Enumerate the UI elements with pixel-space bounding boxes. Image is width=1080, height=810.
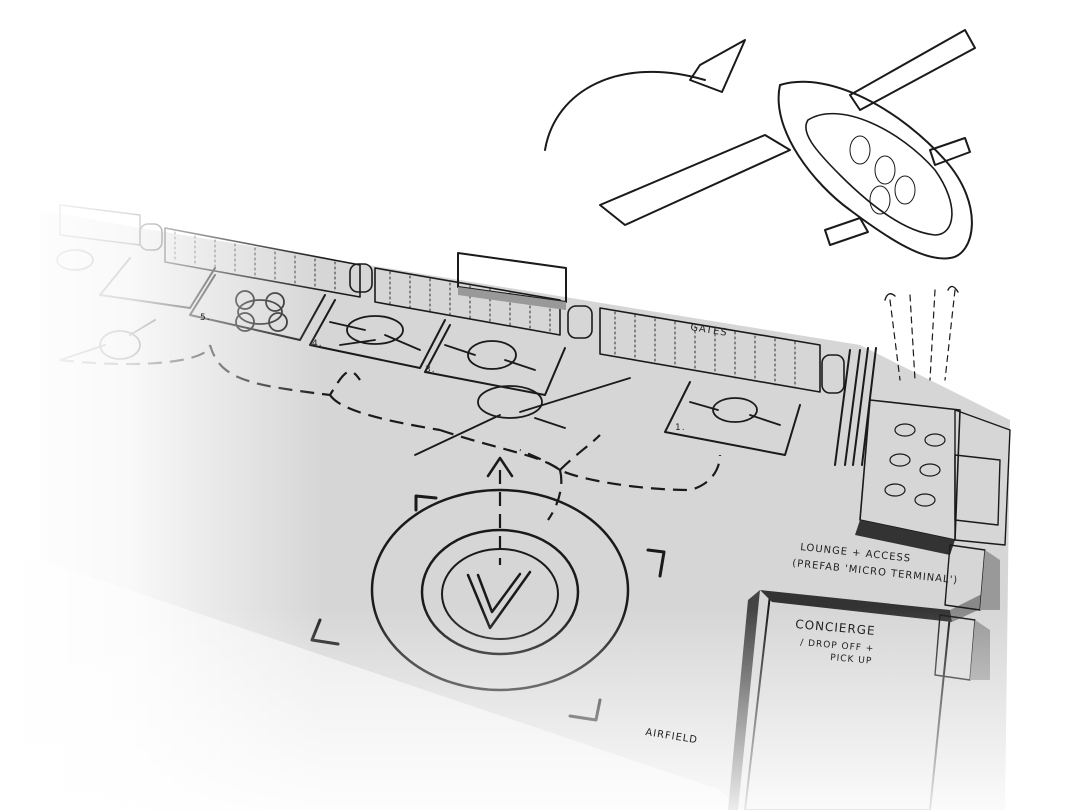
gate-number-5: 5. [200, 313, 211, 323]
concierge-label-line3: PICK UP [830, 653, 873, 667]
concierge-label-line1: CONCIERGE [795, 617, 876, 638]
gate-number-3: 3. [425, 365, 436, 375]
gate-number-4: 4. [312, 339, 323, 349]
gate-number-1: 1. [675, 423, 686, 433]
